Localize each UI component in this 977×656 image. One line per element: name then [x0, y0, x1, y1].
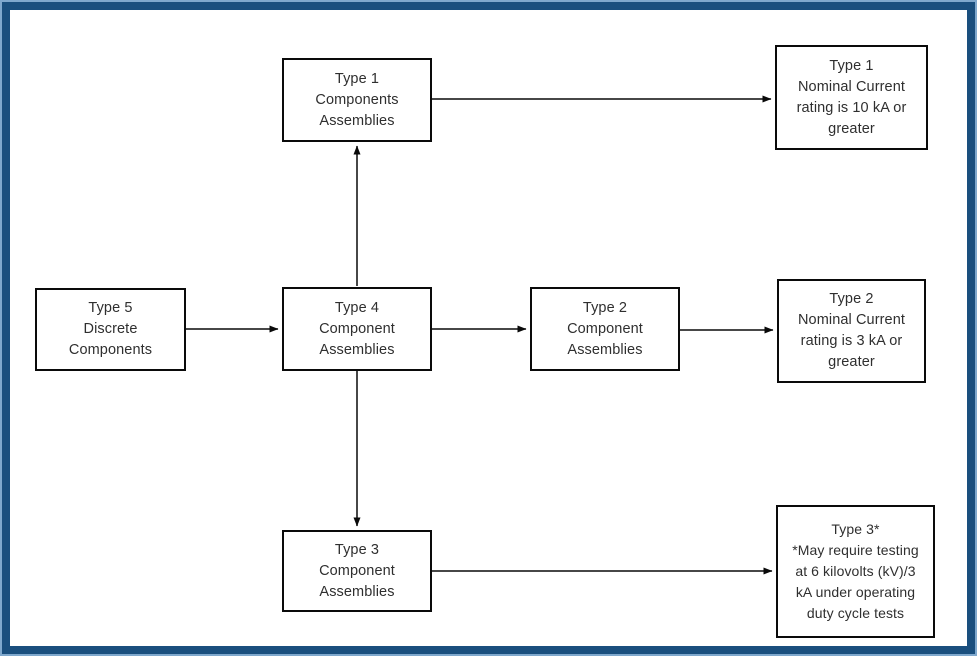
node-text-line: Type 3* [831, 521, 880, 537]
node-text-line: Type 2 [829, 291, 874, 307]
node-text-line: at 6 kilovolts (kV)/3 [795, 563, 916, 579]
node-type2-nominal-current-rating: Type 2 Nominal Current rating is 3 kA or… [777, 279, 926, 383]
node-type4-component-assemblies: Type 4 Component Assemblies [282, 287, 432, 371]
node-text-line: Component [319, 320, 395, 337]
node-type1-nominal-current-rating: Type 1 Nominal Current rating is 10 kA o… [775, 45, 928, 150]
node-text-line: rating is 3 kA or [800, 333, 903, 349]
node-type5-discrete-components: Type 5 Discrete Components [35, 288, 186, 371]
node-text-line: Nominal Current [797, 312, 906, 328]
node-type3-component-assemblies: Type 3 Component Assemblies [282, 530, 432, 612]
node-type1-components-assemblies: Type 1 Components Assemblies [282, 58, 432, 142]
node-text-line: *May require testing [792, 542, 919, 558]
node-text-line: Type 1 [334, 70, 380, 87]
node-text-line: greater [828, 354, 875, 370]
node-text-line: Components [315, 91, 399, 108]
node-text-line: Component [567, 320, 643, 337]
node-text-line: Type 5 [88, 300, 133, 316]
node-text-line: Nominal Current [797, 78, 906, 95]
node-text-line: Type 1 [829, 57, 874, 74]
node-text-line: rating is 10 kA or [796, 99, 907, 116]
node-text-line: Type 2 [582, 299, 628, 316]
node-text-line: Assemblies [319, 112, 395, 129]
node-text-line: Discrete [83, 321, 138, 337]
node-text-line: Assemblies [319, 341, 395, 358]
node-text-line: Type 4 [334, 299, 380, 316]
node-text-line: Components [68, 342, 153, 358]
node-type2-component-assemblies: Type 2 Component Assemblies [530, 287, 680, 371]
node-type3-testing-note: Type 3* *May require testing at 6 kilovo… [776, 505, 935, 638]
node-text-line: Assemblies [319, 583, 395, 600]
node-text-line: Type 3 [334, 541, 380, 558]
node-text-line: duty cycle tests [806, 605, 905, 621]
node-text-line: kA under operating [795, 584, 916, 600]
node-text-line: greater [828, 120, 875, 137]
node-text-line: Component [319, 562, 395, 579]
node-text-line: Assemblies [567, 341, 643, 358]
